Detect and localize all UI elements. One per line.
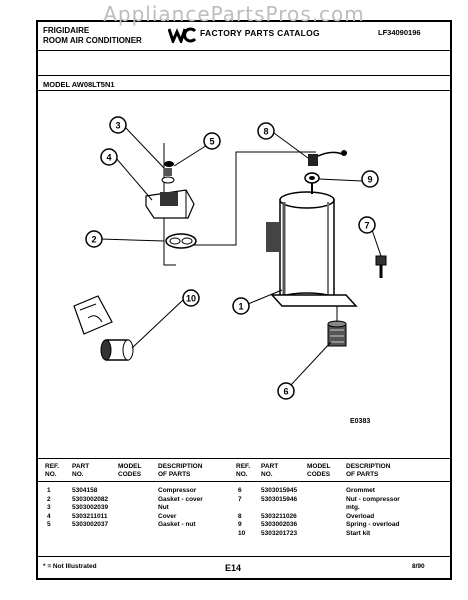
table-cell-part: 5303015946	[261, 495, 298, 503]
table-cell-ref: 8	[238, 512, 242, 520]
page-number: E14	[225, 563, 242, 573]
table-cell-part: 5303015945	[261, 487, 298, 494]
model-rule-top	[36, 75, 452, 76]
callout-9-label: 9	[367, 175, 372, 185]
callout-4-label: 4	[106, 153, 111, 163]
grommet-part	[327, 306, 347, 347]
parts-diagram: 3 5 4 2 8 9 7 1 10 6	[73, 116, 387, 400]
table-cell-desc: Cover	[158, 512, 177, 520]
table-cell-ref: 2	[47, 495, 51, 503]
catalog-number: LF34090196	[378, 28, 421, 37]
table-cell-ref: 5	[47, 521, 51, 528]
start-kit-part	[73, 295, 134, 361]
table-cell-ref: 10	[238, 529, 246, 537]
table-cell-desc: mtg.	[346, 504, 360, 511]
table-cell-desc: Gasket - nut	[158, 521, 196, 528]
cover-part	[145, 189, 195, 219]
table-cell-part: 5303002082	[72, 495, 109, 503]
watermark: AppliancePartsPros.com	[103, 2, 365, 26]
catalog-title: FACTORY PARTS CATALOG	[200, 28, 320, 38]
brand-name: FRIGIDAIRE	[43, 26, 90, 35]
table-cell-desc: Spring - overload	[346, 521, 400, 528]
table-cell-part: 5303211026	[261, 512, 297, 520]
callout-6-label: 6	[283, 387, 288, 397]
gasket-cover-part	[165, 233, 197, 249]
diagram-code: E0383	[350, 418, 371, 425]
table-cell-part: 5303002036	[261, 521, 298, 528]
footer-date: 8/90	[412, 563, 425, 570]
table-cell-ref: 9	[238, 521, 242, 528]
callout-2: 2	[85, 230, 103, 248]
callout-5-label: 5	[209, 137, 214, 147]
header-ref-left: REF.NO.	[45, 463, 60, 478]
callout-7: 7	[358, 216, 376, 234]
table-cell-ref: 4	[47, 512, 51, 520]
page-frame	[36, 20, 452, 580]
table-cell-part: 5303211011	[72, 512, 108, 520]
table-cell-part: 5303201723	[261, 529, 298, 537]
footer-rule	[36, 556, 452, 557]
table-cell-ref: 3	[47, 504, 51, 511]
table-cell-desc: Nut	[158, 504, 169, 511]
table-cell-desc: Compressor	[158, 487, 197, 494]
callout-4: 4	[100, 148, 118, 166]
callout-5: 5	[203, 132, 221, 150]
model-label: MODEL AW08LT5N1	[43, 80, 115, 89]
compressor-nut-part	[375, 255, 387, 278]
table-rule-mid	[36, 481, 452, 482]
callout-6: 6	[277, 382, 295, 400]
table-cell-desc: Start kit	[346, 529, 371, 537]
table-cell-part: 5303002039	[72, 504, 109, 511]
gasket-nut-part	[164, 161, 174, 167]
header-ref-right: REF.NO.	[236, 463, 251, 478]
wire-line	[181, 151, 316, 246]
table-cell-ref: 6	[238, 487, 242, 494]
product-name: ROOM AIR CONDITIONER	[43, 36, 142, 45]
footer-note: * = Not Illustrated	[43, 563, 97, 570]
overload-part	[304, 172, 320, 184]
table-cell-desc: Nut - compressor	[346, 495, 400, 503]
callout-3-label: 3	[115, 121, 120, 131]
callout-8: 8	[257, 122, 275, 140]
table-cell-desc: Overload	[346, 512, 375, 520]
table-cell-desc: Grommet	[346, 487, 375, 494]
callout-1: 1	[232, 297, 250, 315]
callout-10-label: 10	[186, 294, 196, 304]
table-rule-top	[36, 458, 452, 459]
callout-1-label: 1	[238, 302, 243, 312]
callout-7-label: 7	[364, 221, 369, 231]
compressor-part	[266, 182, 358, 307]
table-cell-ref: 7	[238, 495, 242, 503]
bracket-line	[163, 143, 176, 266]
header-rule	[36, 50, 452, 51]
table-cell-part: 5304158	[72, 487, 98, 494]
spring-overload-part	[308, 150, 347, 166]
leader-lines	[99, 126, 382, 387]
callout-8-label: 8	[263, 127, 268, 137]
callout-2-label: 2	[91, 235, 96, 245]
callout-10: 10	[182, 289, 200, 307]
callout-9: 9	[361, 170, 379, 188]
nut-part	[161, 168, 175, 184]
table-cell-desc: Gasket - cover	[158, 495, 203, 503]
header-brand-block: FRIGIDAIRE ROOM AIR CONDITIONER	[43, 26, 142, 46]
wci-logo-icon	[168, 27, 197, 43]
model-rule-bottom	[36, 90, 452, 91]
table-cell-ref: 1	[47, 487, 51, 494]
callout-3: 3	[109, 116, 127, 134]
table-cell-part: 5303002037	[72, 521, 109, 528]
